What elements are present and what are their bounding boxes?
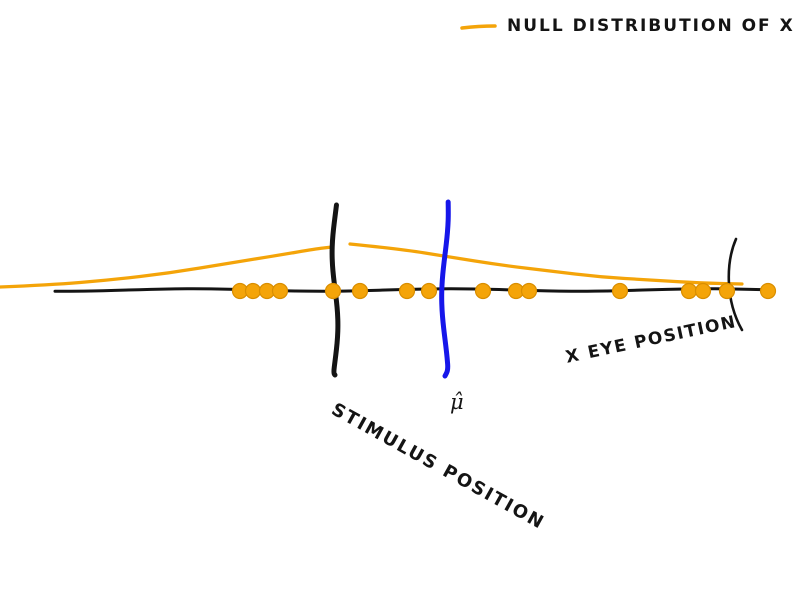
eye-position-sample-dot bbox=[718, 282, 736, 300]
eye-position-sample-dot bbox=[271, 282, 289, 300]
eye-position-sample-dot bbox=[420, 282, 438, 300]
null-distribution-curve-right bbox=[348, 242, 744, 286]
legend-line-swatch bbox=[460, 24, 497, 30]
eye-position-axis bbox=[53, 287, 774, 293]
eye-position-sample-dot bbox=[520, 282, 538, 300]
mu-hat-label: μ̂ bbox=[450, 390, 464, 414]
eye-x-marker: X bbox=[563, 345, 583, 368]
eye-position-sample-dot bbox=[398, 282, 416, 300]
null-distribution-curve-left bbox=[0, 245, 334, 289]
legend-label: NULL DISTRIBUTION OF X bbox=[507, 16, 795, 36]
eye-position-sample-dot bbox=[694, 282, 712, 300]
eye-position-sample-dot bbox=[611, 282, 629, 300]
eye-position-sample-dot bbox=[680, 282, 698, 300]
eye-position-sample-dot bbox=[474, 282, 492, 300]
eye-position-leader-curve bbox=[727, 237, 744, 332]
eye-position-sample-dot bbox=[759, 282, 777, 300]
eye-position-sample-dot bbox=[244, 282, 262, 300]
mu-hat-line bbox=[439, 199, 451, 379]
eye-position-sample-dot bbox=[351, 282, 369, 300]
eye-position-sample-dot bbox=[324, 282, 342, 300]
